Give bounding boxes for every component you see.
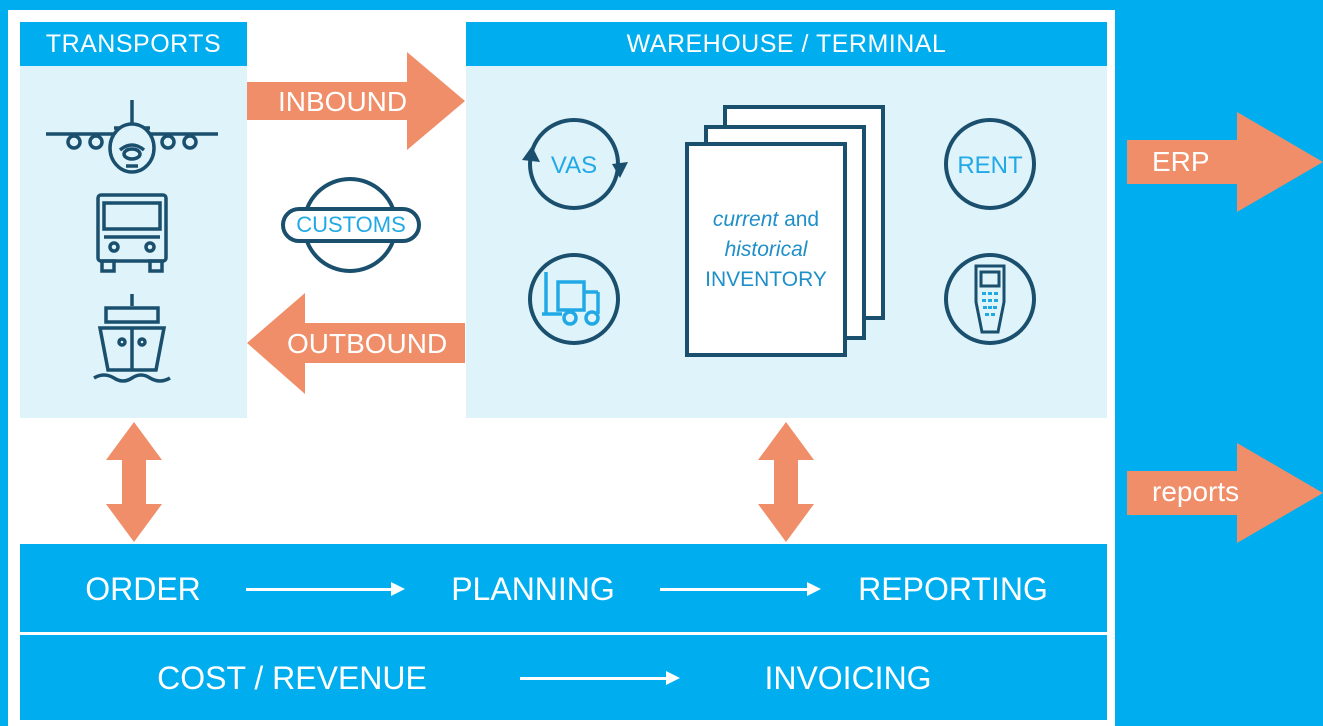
inventory-current: current: [712, 208, 779, 231]
airplane-icon: [46, 100, 218, 174]
process-bar-1: [20, 544, 1107, 632]
warehouse-double-arrow: [758, 422, 814, 542]
customs-label: CUSTOMS: [281, 207, 421, 243]
inventory-label: INVENTORY: [705, 268, 827, 291]
transports-header: TRANSPORTS: [20, 22, 247, 66]
erp-arrow: [1127, 112, 1323, 212]
warehouse-header: WAREHOUSE / TERMINAL: [466, 22, 1107, 66]
order-to-planning-arrow: [246, 582, 405, 596]
order-label: ORDER: [85, 571, 201, 607]
planning-label: PLANNING: [451, 571, 615, 607]
vas-label: VAS: [550, 152, 598, 179]
erp-label: ERP: [1152, 146, 1210, 177]
inventory-and: and: [778, 208, 820, 231]
truck-icon: [96, 193, 168, 273]
vas-cycle-arrows: [522, 146, 628, 178]
cost-revenue-label: COST / REVENUE: [157, 660, 427, 696]
inventory-historical: historical: [724, 238, 808, 261]
outbound-label: OUTBOUND: [287, 328, 448, 359]
forklift-icon: [528, 253, 620, 345]
reports-arrow: [1127, 443, 1323, 543]
rent-label: RENT: [957, 152, 1023, 179]
reporting-label: REPORTING: [858, 571, 1048, 607]
ship-icon: [93, 294, 171, 383]
handheld-scanner-icon: [944, 253, 1036, 345]
planning-to-reporting-arrow: [660, 582, 821, 596]
scanner-glyph: [974, 264, 1006, 334]
rent-icon: RENT: [944, 118, 1036, 210]
reports-label: reports: [1152, 476, 1240, 507]
inventory-text: current and historical INVENTORY: [685, 205, 847, 295]
inbound-label: INBOUND: [278, 86, 408, 117]
invoicing-label: INVOICING: [764, 660, 932, 696]
outbound-arrow: [247, 293, 465, 394]
inventory-document: [685, 142, 847, 357]
transports-double-arrow: [106, 422, 162, 542]
forklift-glyph: [542, 272, 600, 326]
cost-to-invoicing-arrow: [520, 671, 680, 685]
inbound-arrow: [247, 52, 465, 150]
